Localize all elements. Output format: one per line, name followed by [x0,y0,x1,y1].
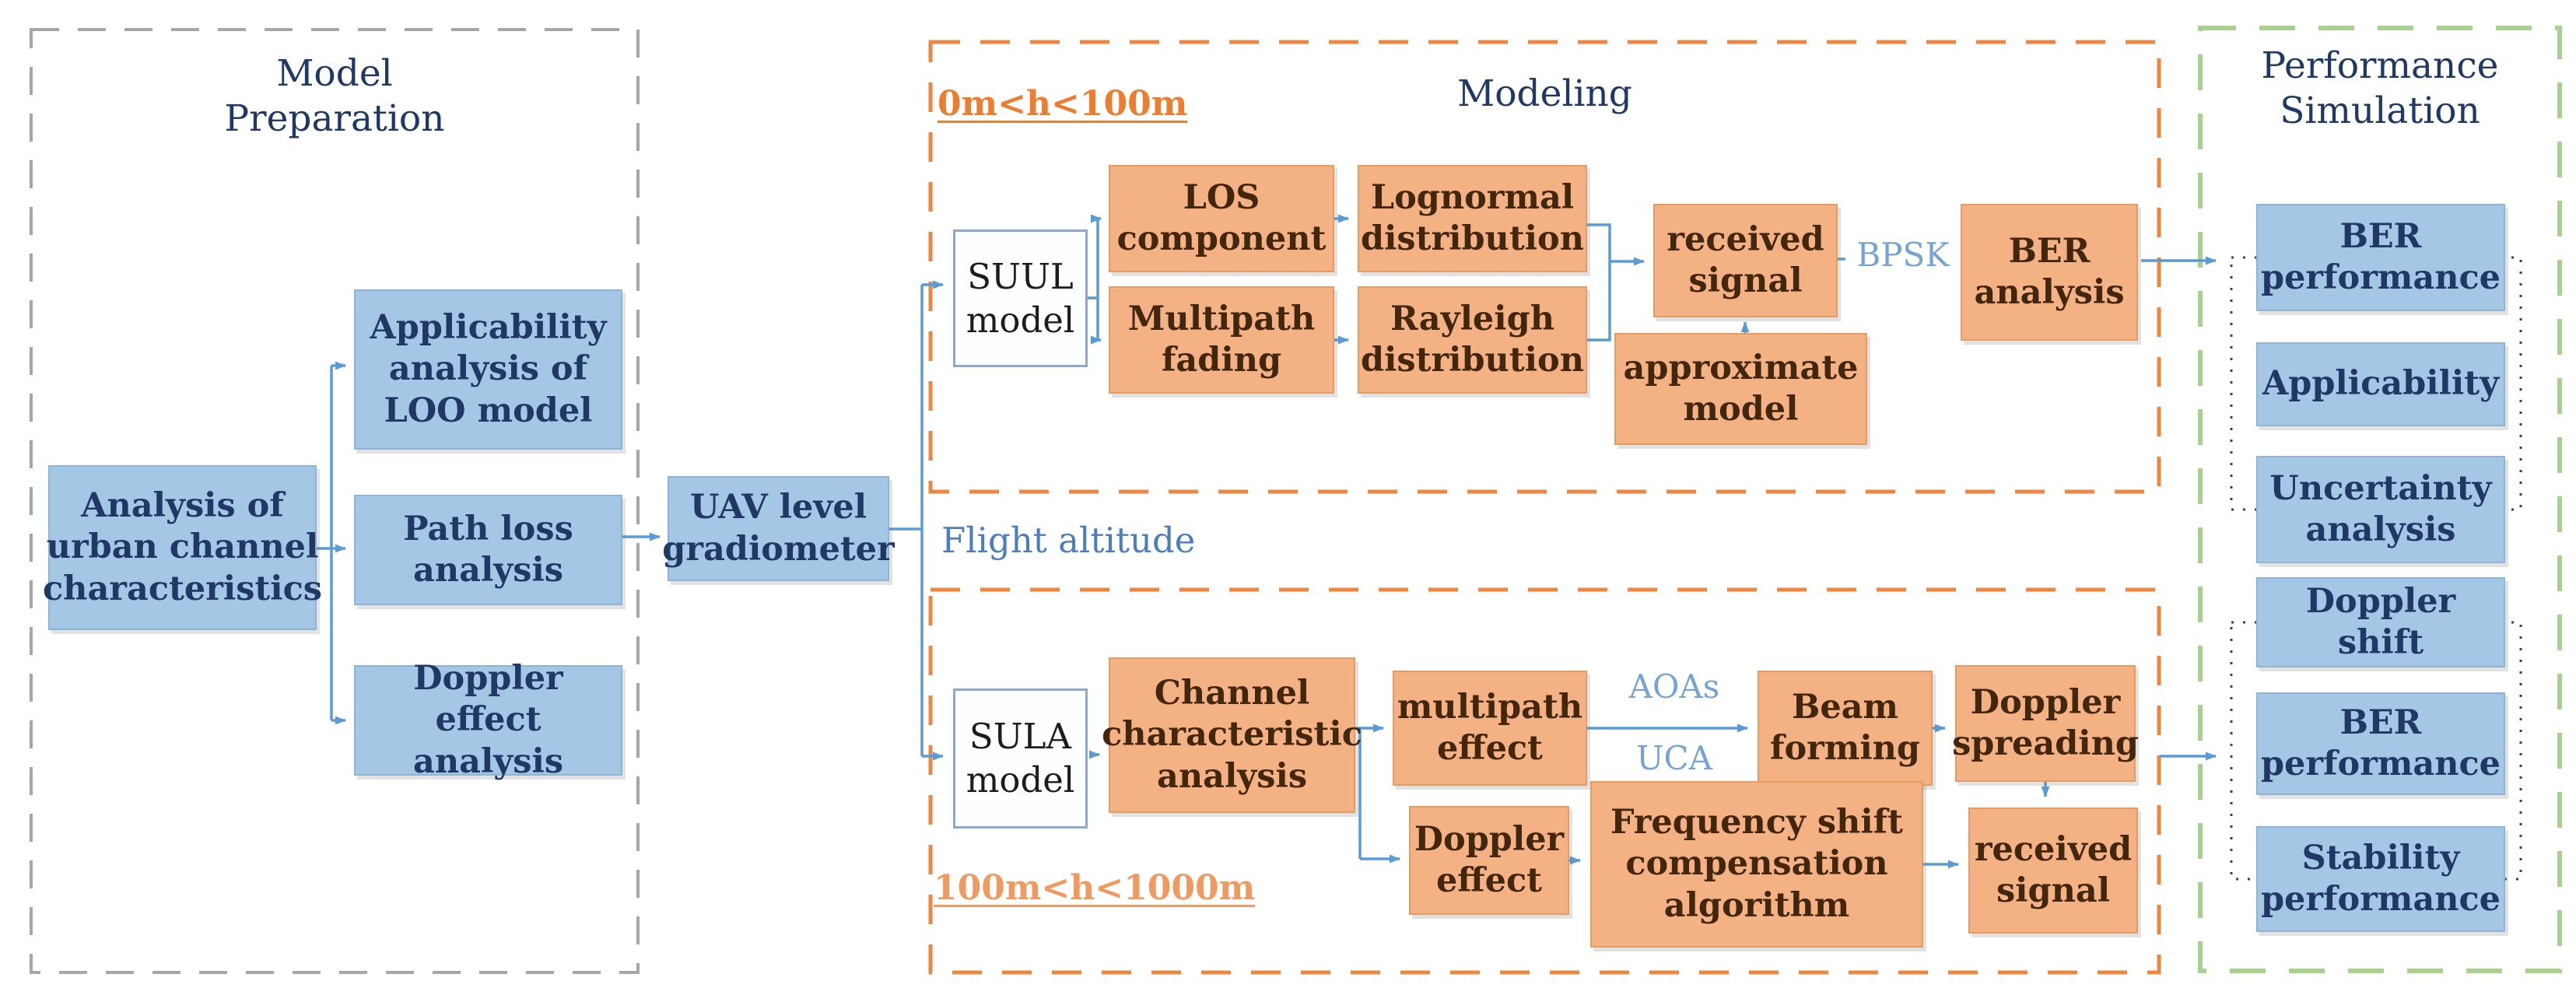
box-ber-performance-lower-label: BER performance [2260,702,2501,783]
simulation-group-upper-dotted-border [2230,256,2522,511]
box-sula-model-label: SULA model [966,716,1075,801]
box-multipath-fading-label: Multipath fading [1127,299,1316,380]
connector-arrows [331,214,2217,869]
box-uav-level-gradiometer-label: UAV level gradiometer [662,488,895,569]
connector-lines [317,219,1611,859]
box-ber-performance-lower: BER performance [2256,692,2505,795]
box-lognormal-distribution: Lognormal distribution [1358,165,1587,272]
performance-simulation-title: Performance Simulation [2261,44,2499,133]
box-frequency-shift-compensation-label: Frequency shift compensation algorithm [1610,803,1904,925]
box-path-loss-analysis: Path loss analysis [354,495,622,605]
uca-edge-label: UCA [1636,739,1712,777]
model-preparation-title: Model Preparation [224,52,445,141]
box-channel-characteristic-analysis-label: Channel characteristic analysis [1102,674,1362,796]
box-stability-performance: Stability performance [2256,826,2505,932]
box-multipath-fading: Multipath fading [1109,286,1334,394]
box-analysis-urban-channel: Analysis of urban channel characteristic… [43,465,322,630]
box-beam-forming-label: Beam forming [1770,687,1920,768]
box-approximate-model-label: approximate model [1623,348,1859,429]
box-applicability-loo-model-label: Applicability analysis of LOO model [370,308,607,430]
box-los-component: LOS component [1109,165,1334,272]
box-received-signal-sula: received signal [1968,808,2138,934]
modeling-title: Modeling [1457,72,1632,115]
modeling-high-altitude-border [928,587,2161,975]
modeling-low-altitude-border [928,40,2161,494]
box-frequency-shift-compensation: Frequency shift compensation algorithm [1590,781,1923,948]
box-doppler-shift: Doppler shift [2256,577,2505,667]
altitude-range-high-label: 100m<h<1000m [934,868,1256,908]
box-doppler-spreading-label: Doppler spreading [1952,682,2139,763]
box-rayleigh-distribution: Rayleigh distribution [1358,286,1587,394]
box-lognormal-distribution-label: Lognormal distribution [1361,177,1584,258]
box-rayleigh-distribution-label: Rayleigh distribution [1361,299,1584,380]
altitude-range-low-label: 0m<h<100m [938,84,1188,124]
box-applicability-loo-model: Applicability analysis of LOO model [354,289,622,450]
performance-simulation-border [2198,26,2562,973]
box-doppler-effect-label: Doppler effect [1414,819,1565,900]
box-doppler-effect: Doppler effect [1409,806,1569,915]
box-uav-level-gradiometer: UAV level gradiometer [662,476,895,581]
box-received-signal-suul: received signal [1653,204,1838,317]
box-applicability: Applicability [2256,342,2505,426]
box-ber-performance-upper-label: BER performance [2260,216,2501,297]
flight-altitude-label: Flight altitude [941,520,1196,561]
box-ber-performance-upper: BER performance [2256,204,2505,311]
box-stability-performance-label: Stability performance [2260,838,2501,919]
bpsk-edge-label: BPSK [1845,236,1961,274]
box-applicability-label: Applicability [2262,364,2500,404]
box-ber-analysis-label: BER analysis [1974,231,2125,312]
box-received-signal-sula-label: received signal [1974,829,2133,910]
box-beam-forming: Beam forming [1758,671,1933,786]
model-preparation-border [30,28,640,974]
box-path-loss-analysis-label: Path loss analysis [403,509,573,590]
box-multipath-effect: multipath effect [1393,671,1587,786]
box-uncertainty-analysis-label: Uncertainty analysis [2269,468,2492,549]
box-sula-model: SULA model [953,688,1088,829]
box-approximate-model: approximate model [1614,333,1867,445]
box-analysis-urban-channel-label: Analysis of urban channel characteristic… [43,486,323,608]
box-channel-characteristic-analysis: Channel characteristic analysis [1102,657,1362,813]
box-ber-analysis: BER analysis [1961,204,2138,341]
box-uncertainty-analysis: Uncertainty analysis [2256,456,2505,563]
box-doppler-effect-analysis-label: Doppler effect analysis [412,659,564,781]
box-suul-model: SUUL model [953,229,1088,367]
box-doppler-shift-label: Doppler shift [2305,581,2456,662]
box-received-signal-suul-label: received signal [1667,219,1824,300]
aoas-edge-label: AOAs [1628,667,1720,706]
box-doppler-effect-analysis: Doppler effect analysis [354,659,622,781]
box-doppler-spreading: Doppler spreading [1952,665,2139,782]
box-suul-model-label: SUUL model [966,255,1075,341]
box-los-component-label: LOS component [1116,177,1327,258]
box-multipath-effect-label: multipath effect [1397,687,1583,768]
